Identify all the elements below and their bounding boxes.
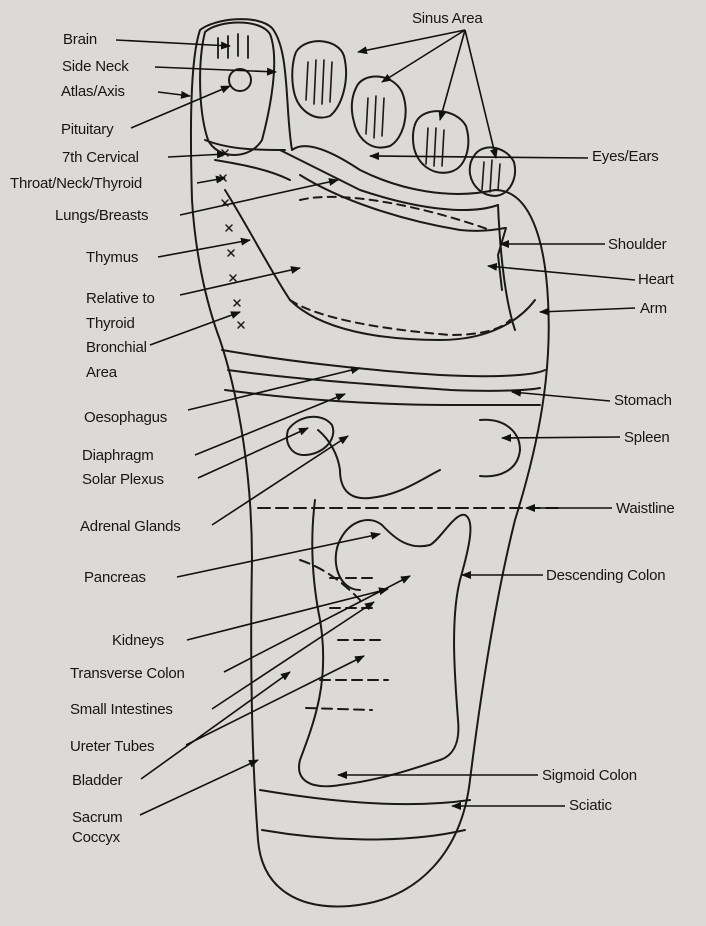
leader-pituitary [131, 86, 230, 128]
toe-two [292, 41, 346, 117]
leader-adrenal [212, 436, 348, 525]
leader-sacrum [140, 760, 258, 815]
label-relative-to: Relative to [86, 290, 155, 307]
label-brain: Brain [63, 31, 97, 48]
label-sinus-area: Sinus Area [412, 10, 483, 27]
leader-side-neck [155, 67, 276, 72]
label-sciatic: Sciatic [569, 797, 612, 814]
leader-seventh-cervical [168, 154, 226, 157]
label-thyroid: Thyroid [86, 315, 135, 332]
leader-bladder [141, 672, 290, 779]
toe-five [470, 147, 515, 196]
toe-three [352, 76, 406, 147]
label-waistline: Waistline [616, 500, 675, 517]
leader-sinus-1 [358, 30, 465, 52]
label-side-neck: Side Neck [62, 58, 129, 75]
label-thymus: Thymus [86, 249, 138, 266]
leader-thyroid [180, 268, 300, 295]
pituitary-circle [229, 69, 251, 91]
label-adrenal-glands: Adrenal Glands [80, 518, 181, 535]
label-kidneys: Kidneys [112, 632, 164, 649]
label-eyes-ears: Eyes/Ears [592, 148, 659, 165]
leader-pancreas [177, 534, 380, 577]
label-oesophagus: Oesophagus [84, 409, 167, 426]
label-small-intestines: Small Intestines [70, 701, 173, 718]
leader-heart [488, 266, 635, 280]
leader-sinus-4 [465, 30, 496, 158]
label-arm: Arm [640, 300, 667, 317]
leader-thymus [158, 240, 250, 257]
leader-ureter [186, 656, 364, 745]
label-coccyx: Coccyx [72, 829, 120, 846]
leader-bronchial [150, 312, 240, 345]
label-ureter-tubes: Ureter Tubes [70, 738, 154, 755]
label-solar-plexus: Solar Plexus [82, 471, 164, 488]
toe-four [413, 111, 468, 173]
leader-arm [540, 308, 635, 312]
label-sacrum: Sacrum [72, 809, 122, 826]
label-seventh-cervical: 7th Cervical [62, 149, 139, 166]
label-transverse-colon: Transverse Colon [70, 665, 185, 682]
leader-oesophagus [188, 368, 360, 410]
label-sigmoid-colon: Sigmoid Colon [542, 767, 637, 784]
label-pituitary: Pituitary [61, 121, 113, 138]
label-diaphragm: Diaphragm [82, 447, 154, 464]
label-bladder: Bladder [72, 772, 122, 789]
leader-small-intestines [212, 602, 374, 709]
leader-atlas-axis [158, 92, 190, 96]
label-area: Area [86, 364, 117, 381]
label-spleen: Spleen [624, 429, 670, 446]
label-throat-neck-thyroid: Throat/Neck/Thyroid [10, 175, 142, 192]
label-heart: Heart [638, 271, 674, 288]
leader-kidneys [187, 589, 388, 640]
label-descending-colon: Descending Colon [546, 567, 665, 584]
label-pancreas: Pancreas [84, 569, 146, 586]
leader-eyes-ears [370, 156, 588, 158]
colon-loop [299, 500, 470, 786]
label-shoulder: Shoulder [608, 236, 666, 253]
leader-spleen [502, 437, 620, 438]
label-stomach: Stomach [614, 392, 672, 409]
label-atlas-axis: Atlas/Axis [61, 83, 125, 100]
label-bronchial: Bronchial [86, 339, 147, 356]
leader-solar-plexus [198, 428, 308, 478]
leader-stomach [512, 392, 610, 401]
leader-brain [116, 40, 230, 46]
label-lungs-breasts: Lungs/Breasts [55, 207, 148, 224]
